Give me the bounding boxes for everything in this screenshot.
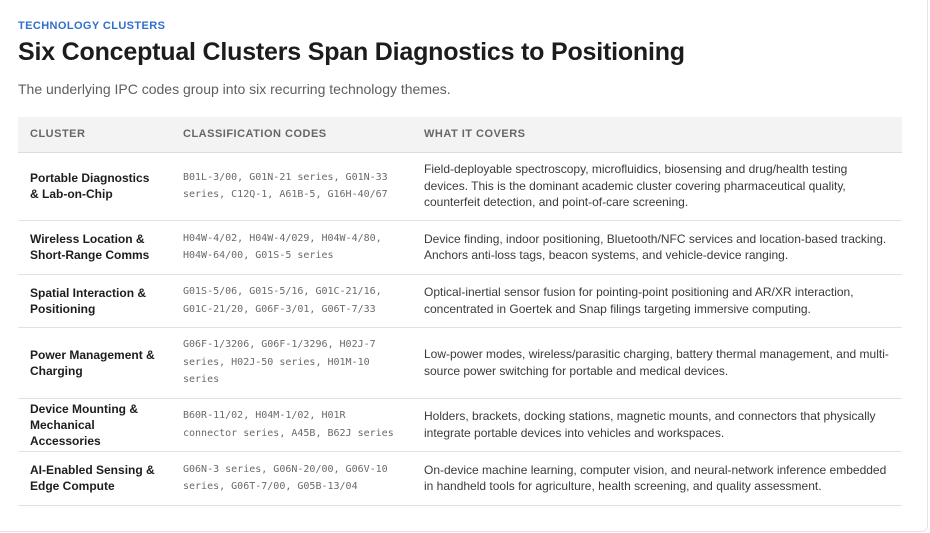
page-title: Six Conceptual Clusters Span Diagnostics… (18, 38, 685, 66)
cluster-name: Power Management & Charging (18, 327, 171, 399)
cluster-description: Device finding, indoor positioning, Blue… (412, 220, 902, 275)
classification-codes: B01L-3/00, G01N-21 series, G01N-33 serie… (171, 152, 412, 221)
column-header-cluster: CLUSTER (18, 117, 171, 153)
classification-codes: B60R-11/02, H04M-1/02, H01R connector se… (171, 398, 412, 452)
table-row: Portable Diagnostics & Lab-on-Chip B01L-… (18, 152, 902, 221)
cluster-name: Portable Diagnostics & Lab-on-Chip (18, 152, 171, 221)
classification-codes: G01S-5/06, G01S-5/16, G01C-21/16, G01C-2… (171, 274, 412, 328)
table-row: Spatial Interaction & Positioning G01S-5… (18, 274, 902, 328)
table-row: AI-Enabled Sensing & Edge Compute G06N-3… (18, 451, 902, 506)
clusters-table: CLUSTER CLASSIFICATION CODES WHAT IT COV… (18, 117, 902, 506)
table-row: Device Mounting & Mechanical Accessories… (18, 398, 902, 452)
section-eyebrow: TECHNOLOGY CLUSTERS (18, 20, 166, 32)
table-header-row: CLUSTER CLASSIFICATION CODES WHAT IT COV… (18, 117, 902, 153)
cluster-name: Spatial Interaction & Positioning (18, 274, 171, 328)
cluster-description: Field-deployable spectroscopy, microflui… (412, 152, 902, 221)
table-row: Power Management & Charging G06F-1/3206,… (18, 327, 902, 399)
classification-codes: H04W-4/02, H04W-4/029, H04W-4/80, H04W-6… (171, 220, 412, 275)
cluster-description: Low-power modes, wireless/parasitic char… (412, 327, 902, 399)
column-header-codes: CLASSIFICATION CODES (171, 117, 412, 153)
cluster-description: On-device machine learning, computer vis… (412, 451, 902, 506)
cluster-name: AI-Enabled Sensing & Edge Compute (18, 451, 171, 506)
page-subtitle: The underlying IPC codes group into six … (18, 81, 451, 97)
cluster-description: Optical-inertial sensor fusion for point… (412, 274, 902, 328)
cluster-name: Wireless Location & Short-Range Comms (18, 220, 171, 275)
classification-codes: G06N-3 series, G06N-20/00, G06V-10 serie… (171, 451, 412, 506)
column-header-covers: WHAT IT COVERS (412, 117, 902, 153)
cluster-name: Device Mounting & Mechanical Accessories (18, 398, 171, 452)
table-row: Wireless Location & Short-Range Comms H0… (18, 220, 902, 275)
classification-codes: G06F-1/3206, G06F-1/3296, H02J-7 series,… (171, 327, 412, 399)
cluster-description: Holders, brackets, docking stations, mag… (412, 398, 902, 452)
